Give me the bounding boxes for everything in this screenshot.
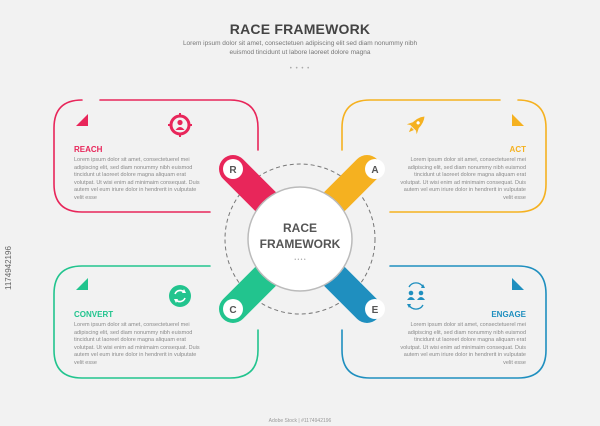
center-dots: • • • • — [294, 257, 305, 263]
act-card-frame — [341, 99, 547, 213]
reach-card-frame — [53, 99, 259, 213]
center-circle — [247, 186, 353, 292]
act-title: ACT — [509, 145, 526, 154]
reach-title: REACH — [74, 145, 103, 154]
act-letter-circle — [365, 159, 385, 179]
refresh-icon — [169, 285, 191, 307]
reach-body: Lorem ipsum dolor sit amet, consectetuer… — [74, 157, 200, 201]
stock-credit: Adobe Stock | #1174942196 — [268, 418, 332, 424]
exchange-people-icon — [407, 282, 425, 310]
convert-corner-triangle — [76, 278, 88, 290]
convert-letter: C — [229, 305, 236, 316]
reach-letter-circle — [223, 159, 243, 179]
center-title-line1: RACE — [283, 221, 317, 235]
act-corner-triangle — [512, 114, 524, 126]
reach-corner-triangle — [76, 114, 88, 126]
page-title: RACE FRAMEWORK — [229, 21, 371, 37]
convert-letter-circle — [223, 299, 243, 319]
engage-letter: E — [372, 305, 379, 316]
convert-title: CONVERT — [74, 310, 114, 319]
dashed-orbit — [224, 163, 376, 315]
target-user-icon — [168, 113, 192, 137]
convert-card-frame — [53, 265, 259, 379]
center-title-line2: FRAMEWORK — [260, 237, 341, 251]
reach-letter: R — [229, 165, 237, 176]
engage-card-frame — [341, 265, 547, 379]
title-dots: • • • • — [289, 66, 311, 72]
rocket-icon — [406, 116, 425, 135]
convert-body: Lorem ipsum dolor sit amet, consectetuer… — [74, 322, 200, 366]
engage-body: Lorem ipsum dolor sit amet, consectetuer… — [400, 322, 526, 366]
engage-title: ENGAGE — [491, 310, 526, 319]
engage-letter-circle — [365, 299, 385, 319]
page-subtitle: Lorem ipsum dolor sit amet, consectetuen… — [182, 40, 418, 56]
stock-id: 1174942196 — [4, 246, 13, 290]
act-body: Lorem ipsum dolor sit amet, consectetuer… — [400, 157, 526, 201]
engage-corner-triangle — [512, 278, 524, 290]
act-letter: A — [371, 165, 378, 176]
